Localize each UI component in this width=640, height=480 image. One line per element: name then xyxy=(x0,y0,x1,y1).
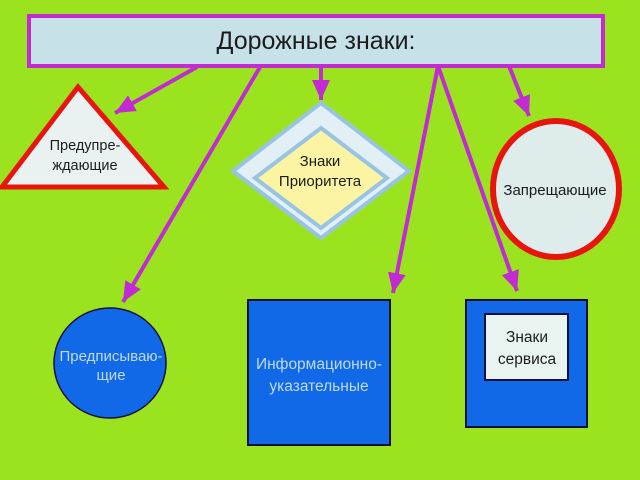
service-label: Знаки сервиса xyxy=(498,327,556,371)
priority-diamond-inner-shape xyxy=(251,125,391,231)
priority-label: Знаки Приоритета xyxy=(279,152,361,192)
warning-label: Предупре- ждающие xyxy=(50,136,121,176)
arrow-title-to-prescriptive xyxy=(121,65,262,304)
service-label-line-1: Знаки xyxy=(506,329,548,346)
slide-title: Дорожные знаки: xyxy=(216,26,416,55)
priority-label-line-2: Приоритета xyxy=(278,173,362,190)
slide-title-box: Дорожные знаки: xyxy=(27,14,605,68)
prescriptive-label-line-1: Предписываю- xyxy=(59,348,163,365)
service-inner-box xyxy=(484,313,569,381)
information-label-line-1: Информационно- xyxy=(255,356,383,373)
prescriptive-label: Предписываю- щие xyxy=(59,347,162,385)
arrow-title-to-prohibiting xyxy=(507,65,531,117)
information-rect-shape xyxy=(247,299,391,446)
warning-triangle-shape xyxy=(0,83,170,190)
prescriptive-circle-shape xyxy=(53,307,167,419)
service-label-line-2: сервиса xyxy=(497,351,557,368)
priority-label-line-1: Знаки xyxy=(299,153,341,170)
arrow-title-to-information xyxy=(388,65,440,294)
prohibiting-label: Запрещающие xyxy=(503,181,606,201)
information-label: Информационно- указательные xyxy=(256,354,382,398)
prohibiting-circle-shape xyxy=(490,118,622,260)
prohibiting-label-line-1: Запрещающие xyxy=(503,182,607,199)
arrow-title-to-warning xyxy=(114,65,198,115)
warning-label-line-2: ждающие xyxy=(52,158,118,174)
warning-label-line-1: Предупре- xyxy=(49,138,121,154)
prescriptive-label-line-2: щие xyxy=(96,367,126,384)
information-label-line-2: указательные xyxy=(269,378,369,395)
arrow-title-to-service xyxy=(436,65,519,292)
